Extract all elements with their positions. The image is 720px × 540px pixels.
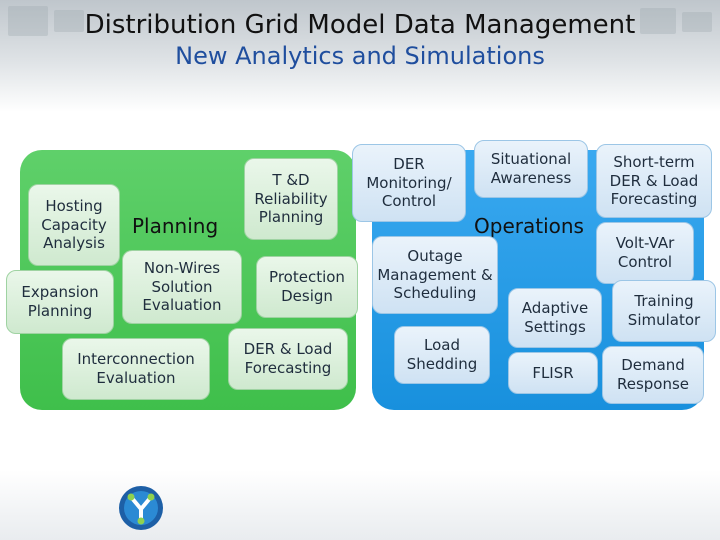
card-label: Interconnection Evaluation	[77, 350, 195, 387]
card-label: Demand Response	[616, 356, 690, 393]
background-screen-decoration	[54, 10, 84, 32]
card-label: T &D Reliability Planning	[254, 170, 328, 227]
load-shedding-card: Load Shedding	[394, 326, 490, 384]
page-title: Distribution Grid Model Data Management	[84, 10, 636, 40]
der-monitoring-card: DER Monitoring/ Control	[352, 144, 466, 222]
card-label: Non-Wires Solution Evaluation	[142, 258, 222, 315]
card-label: DER Monitoring/ Control	[366, 154, 452, 211]
card-label: Protection Design	[269, 268, 345, 305]
card-label: Volt-VAr Control	[615, 234, 675, 271]
protection-design-card: Protection Design	[256, 256, 358, 318]
outage-management-card: Outage Management & Scheduling	[372, 236, 498, 314]
short-term-forecasting-card: Short-term DER & Load Forecasting	[596, 144, 712, 218]
card-label: Training Simulator	[627, 292, 701, 329]
header-background	[0, 0, 720, 112]
flisr-card: FLISR	[508, 352, 598, 394]
card-label: DER & Load Forecasting	[243, 340, 333, 377]
hosting-capacity-card: Hosting Capacity Analysis	[28, 184, 120, 266]
expansion-planning-card: Expansion Planning	[6, 270, 114, 334]
background-screen-decoration	[640, 8, 676, 34]
demand-response-card: Demand Response	[602, 346, 704, 404]
page-subtitle: New Analytics and Simulations	[175, 42, 545, 70]
card-label: Expansion Planning	[21, 283, 99, 320]
card-label: Load Shedding	[406, 336, 478, 373]
adaptive-settings-card: Adaptive Settings	[508, 288, 602, 348]
organization-logo-icon	[119, 486, 163, 530]
background-screen-decoration	[682, 12, 712, 32]
card-label: Outage Management & Scheduling	[377, 246, 493, 303]
card-label: Adaptive Settings	[521, 299, 589, 336]
background-screen-decoration	[8, 6, 48, 36]
non-wires-card: Non-Wires Solution Evaluation	[122, 250, 242, 324]
footer-background	[0, 470, 720, 540]
volt-var-card: Volt-VAr Control	[596, 222, 694, 284]
operations-section-label: Operations	[474, 214, 584, 238]
td-reliability-card: T &D Reliability Planning	[244, 158, 338, 240]
card-label: Short-term DER & Load Forecasting	[609, 152, 699, 209]
training-simulator-card: Training Simulator	[612, 280, 716, 342]
interconnection-card: Interconnection Evaluation	[62, 338, 210, 400]
card-label: Hosting Capacity Analysis	[41, 196, 107, 253]
card-label: Situational Awareness	[490, 150, 572, 187]
situational-awareness-card: Situational Awareness	[474, 140, 588, 198]
card-label: FLISR	[532, 363, 574, 382]
planning-section-label: Planning	[132, 214, 219, 238]
der-load-forecasting-planning-card: DER & Load Forecasting	[228, 328, 348, 390]
